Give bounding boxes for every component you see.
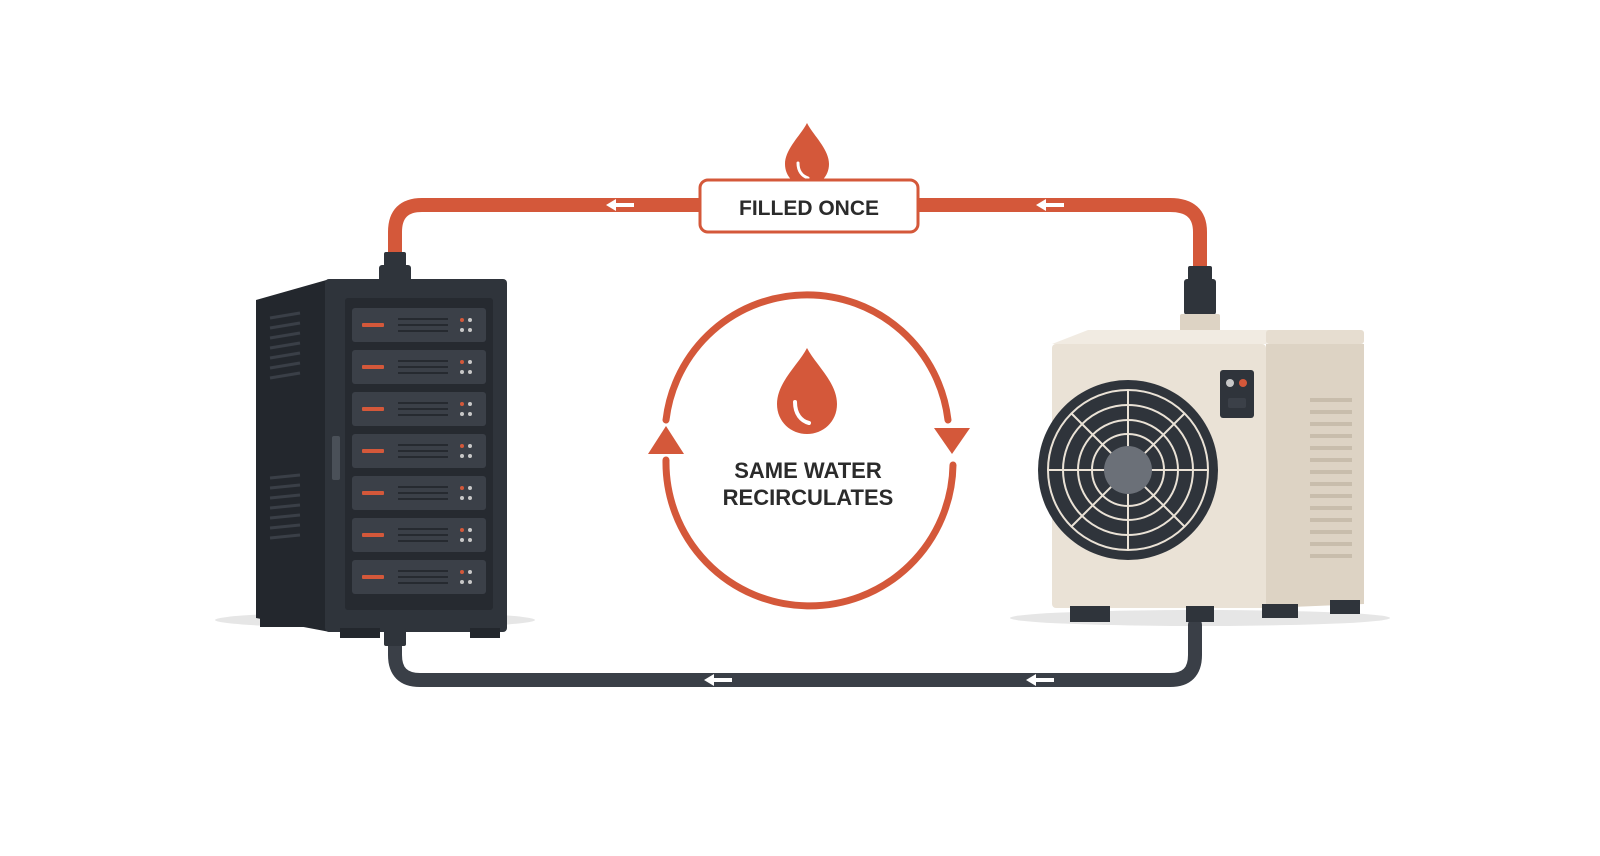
- rack-side-vents: [269, 311, 301, 540]
- filled-once-label-text: FILLED ONCE: [739, 197, 879, 220]
- rack-foot-right: [470, 628, 500, 638]
- rack-top-connector: [384, 252, 406, 268]
- drive-bay: [352, 560, 486, 594]
- cooler-side-vents: [1310, 398, 1352, 558]
- drive-bay: [352, 392, 486, 426]
- dry-cooler-unit-icon: [1038, 266, 1364, 622]
- flow-arrow-icon: [1036, 199, 1064, 211]
- rack-foot-center: [340, 628, 380, 638]
- water-drop-icon: [785, 123, 829, 186]
- cooler-control-panel: [1220, 370, 1254, 418]
- cooler-foot: [1262, 604, 1298, 618]
- drive-bay: [352, 518, 486, 552]
- drive-bay: [352, 308, 486, 342]
- cooler-foot: [1070, 606, 1110, 622]
- flow-arrow-icon: [1026, 674, 1054, 686]
- flow-arrow-icon: [606, 199, 634, 211]
- cycle-arrowhead-left: [648, 426, 684, 454]
- rack-bottom-connector: [384, 628, 406, 646]
- drive-bay: [352, 434, 486, 468]
- cooler-foot: [1330, 600, 1360, 614]
- flow-arrows: [606, 199, 1064, 686]
- cold-water-pipe: [388, 618, 1202, 687]
- rack-side-panel: [256, 279, 330, 632]
- cooler-side-face: [1266, 344, 1364, 608]
- center-label-line-1: SAME WATER: [734, 458, 882, 483]
- cycle-arc-bottom: [662, 456, 957, 610]
- cooler-top-face: [1052, 330, 1300, 344]
- cold-pipe-run: [388, 618, 1202, 687]
- cooler-foot: [1186, 606, 1214, 622]
- cooler-top-connector: [1188, 266, 1212, 282]
- rack-door-handle: [332, 436, 340, 480]
- water-drop-icon: [777, 348, 837, 434]
- cooler-side-top-edge: [1266, 330, 1364, 344]
- drive-bay: [352, 476, 486, 510]
- cycle-arrowhead-right: [934, 428, 970, 454]
- fan-hub: [1104, 446, 1152, 494]
- flow-arrow-icon: [704, 674, 732, 686]
- control-indicator-light: [1239, 379, 1247, 387]
- filled-once-label-box: [698, 178, 920, 234]
- recirculation-cycle-icon: [648, 291, 970, 610]
- fan-grille-icon: [1038, 380, 1218, 560]
- filled-once-label: FILLED ONCE: [698, 178, 920, 234]
- center-label-line-2: RECIRCULATES: [723, 485, 894, 510]
- drive-bays: [352, 308, 486, 594]
- server-rack-icon: [256, 252, 507, 646]
- drive-bay: [352, 350, 486, 384]
- rack-foot-left: [260, 615, 320, 627]
- cooler-top-connector-collar: [1184, 279, 1216, 315]
- control-indicator-light: [1226, 379, 1234, 387]
- cycle-arc-top: [662, 291, 952, 424]
